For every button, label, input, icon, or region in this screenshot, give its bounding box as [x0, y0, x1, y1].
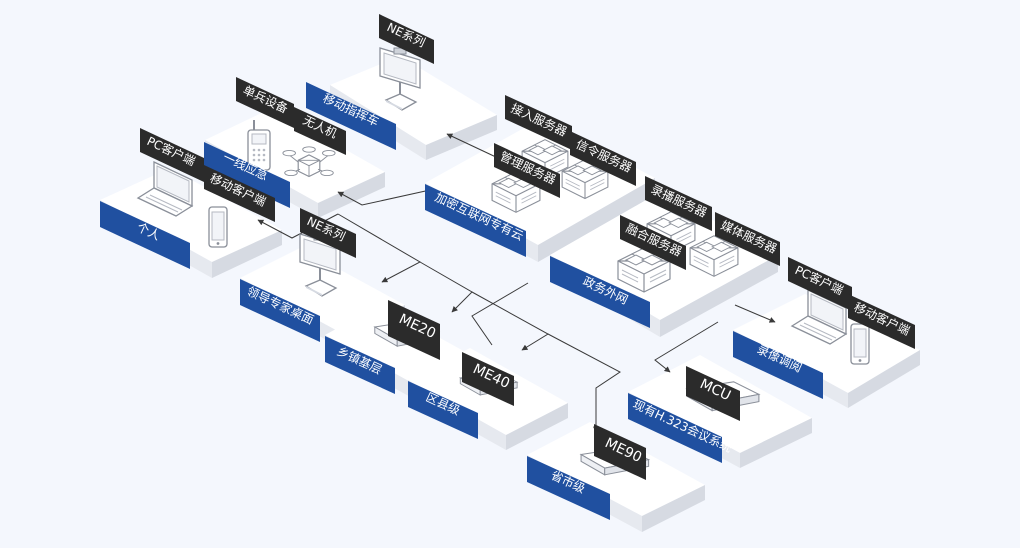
phone-right-icon [850, 323, 870, 365]
connectors [257, 133, 776, 433]
phone-icon [208, 206, 228, 248]
device-label-pc-left: PC客户端 [140, 128, 204, 182]
